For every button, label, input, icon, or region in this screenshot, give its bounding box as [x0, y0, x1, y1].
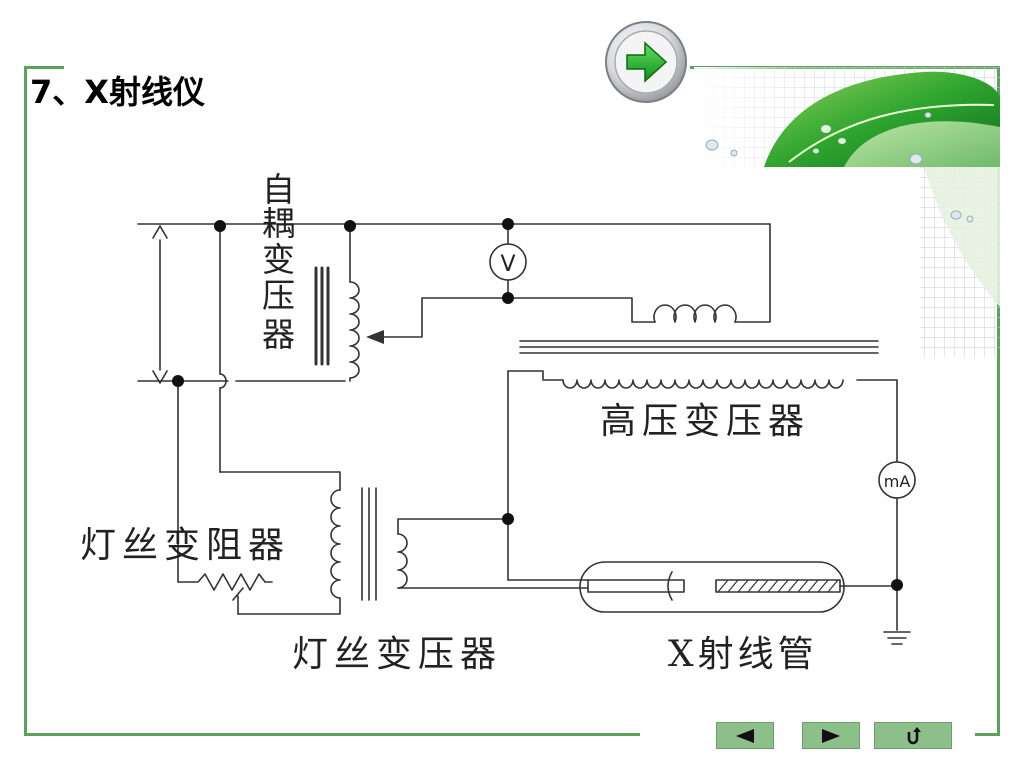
autotransformer-label-1: 自 [262, 170, 295, 209]
voltmeter-label: V [500, 252, 515, 277]
high-voltage-transformer-label: 高压变压器 [600, 401, 810, 442]
xray-tube-label: X射线管 [668, 634, 818, 675]
junction-dot [891, 579, 903, 591]
autotransformer-label-2: 耦 [262, 204, 295, 243]
junction-dot [502, 513, 514, 525]
next-button[interactable] [802, 722, 860, 749]
leaf-decoration-image [694, 67, 1000, 357]
green-right-arrow-icon[interactable] [603, 19, 689, 105]
junction-dot [502, 218, 514, 230]
frame-bottom-left [24, 733, 640, 736]
junction-dot [214, 220, 226, 232]
autotransformer-label-3: 变 [262, 240, 295, 279]
right-triangle-icon [822, 728, 840, 743]
previous-button[interactable] [716, 722, 774, 749]
slide-title: 7、X射线仪 [30, 73, 205, 111]
milliammeter-label: mA [884, 472, 911, 491]
filament-rheostat-label: 灯丝变阻器 [80, 525, 290, 566]
left-triangle-icon [736, 728, 754, 743]
junction-dot [344, 220, 356, 232]
milliammeter: mA [878, 461, 916, 499]
frame-right [997, 66, 1000, 736]
autotransformer-label-4: 压 [262, 276, 295, 315]
junction-dot [172, 375, 184, 387]
return-button[interactable] [874, 722, 952, 749]
frame-left [24, 66, 27, 736]
return-arrow-icon [907, 726, 921, 744]
frame-bottom-right [975, 733, 1000, 736]
junction-dot [502, 292, 514, 304]
tap-arrowhead [366, 330, 384, 344]
autotransformer-label-5: 器 [262, 315, 295, 354]
frame-top-left [24, 66, 64, 69]
filament-transformer-label: 灯丝变压器 [292, 634, 502, 675]
voltmeter: V [489, 243, 527, 281]
